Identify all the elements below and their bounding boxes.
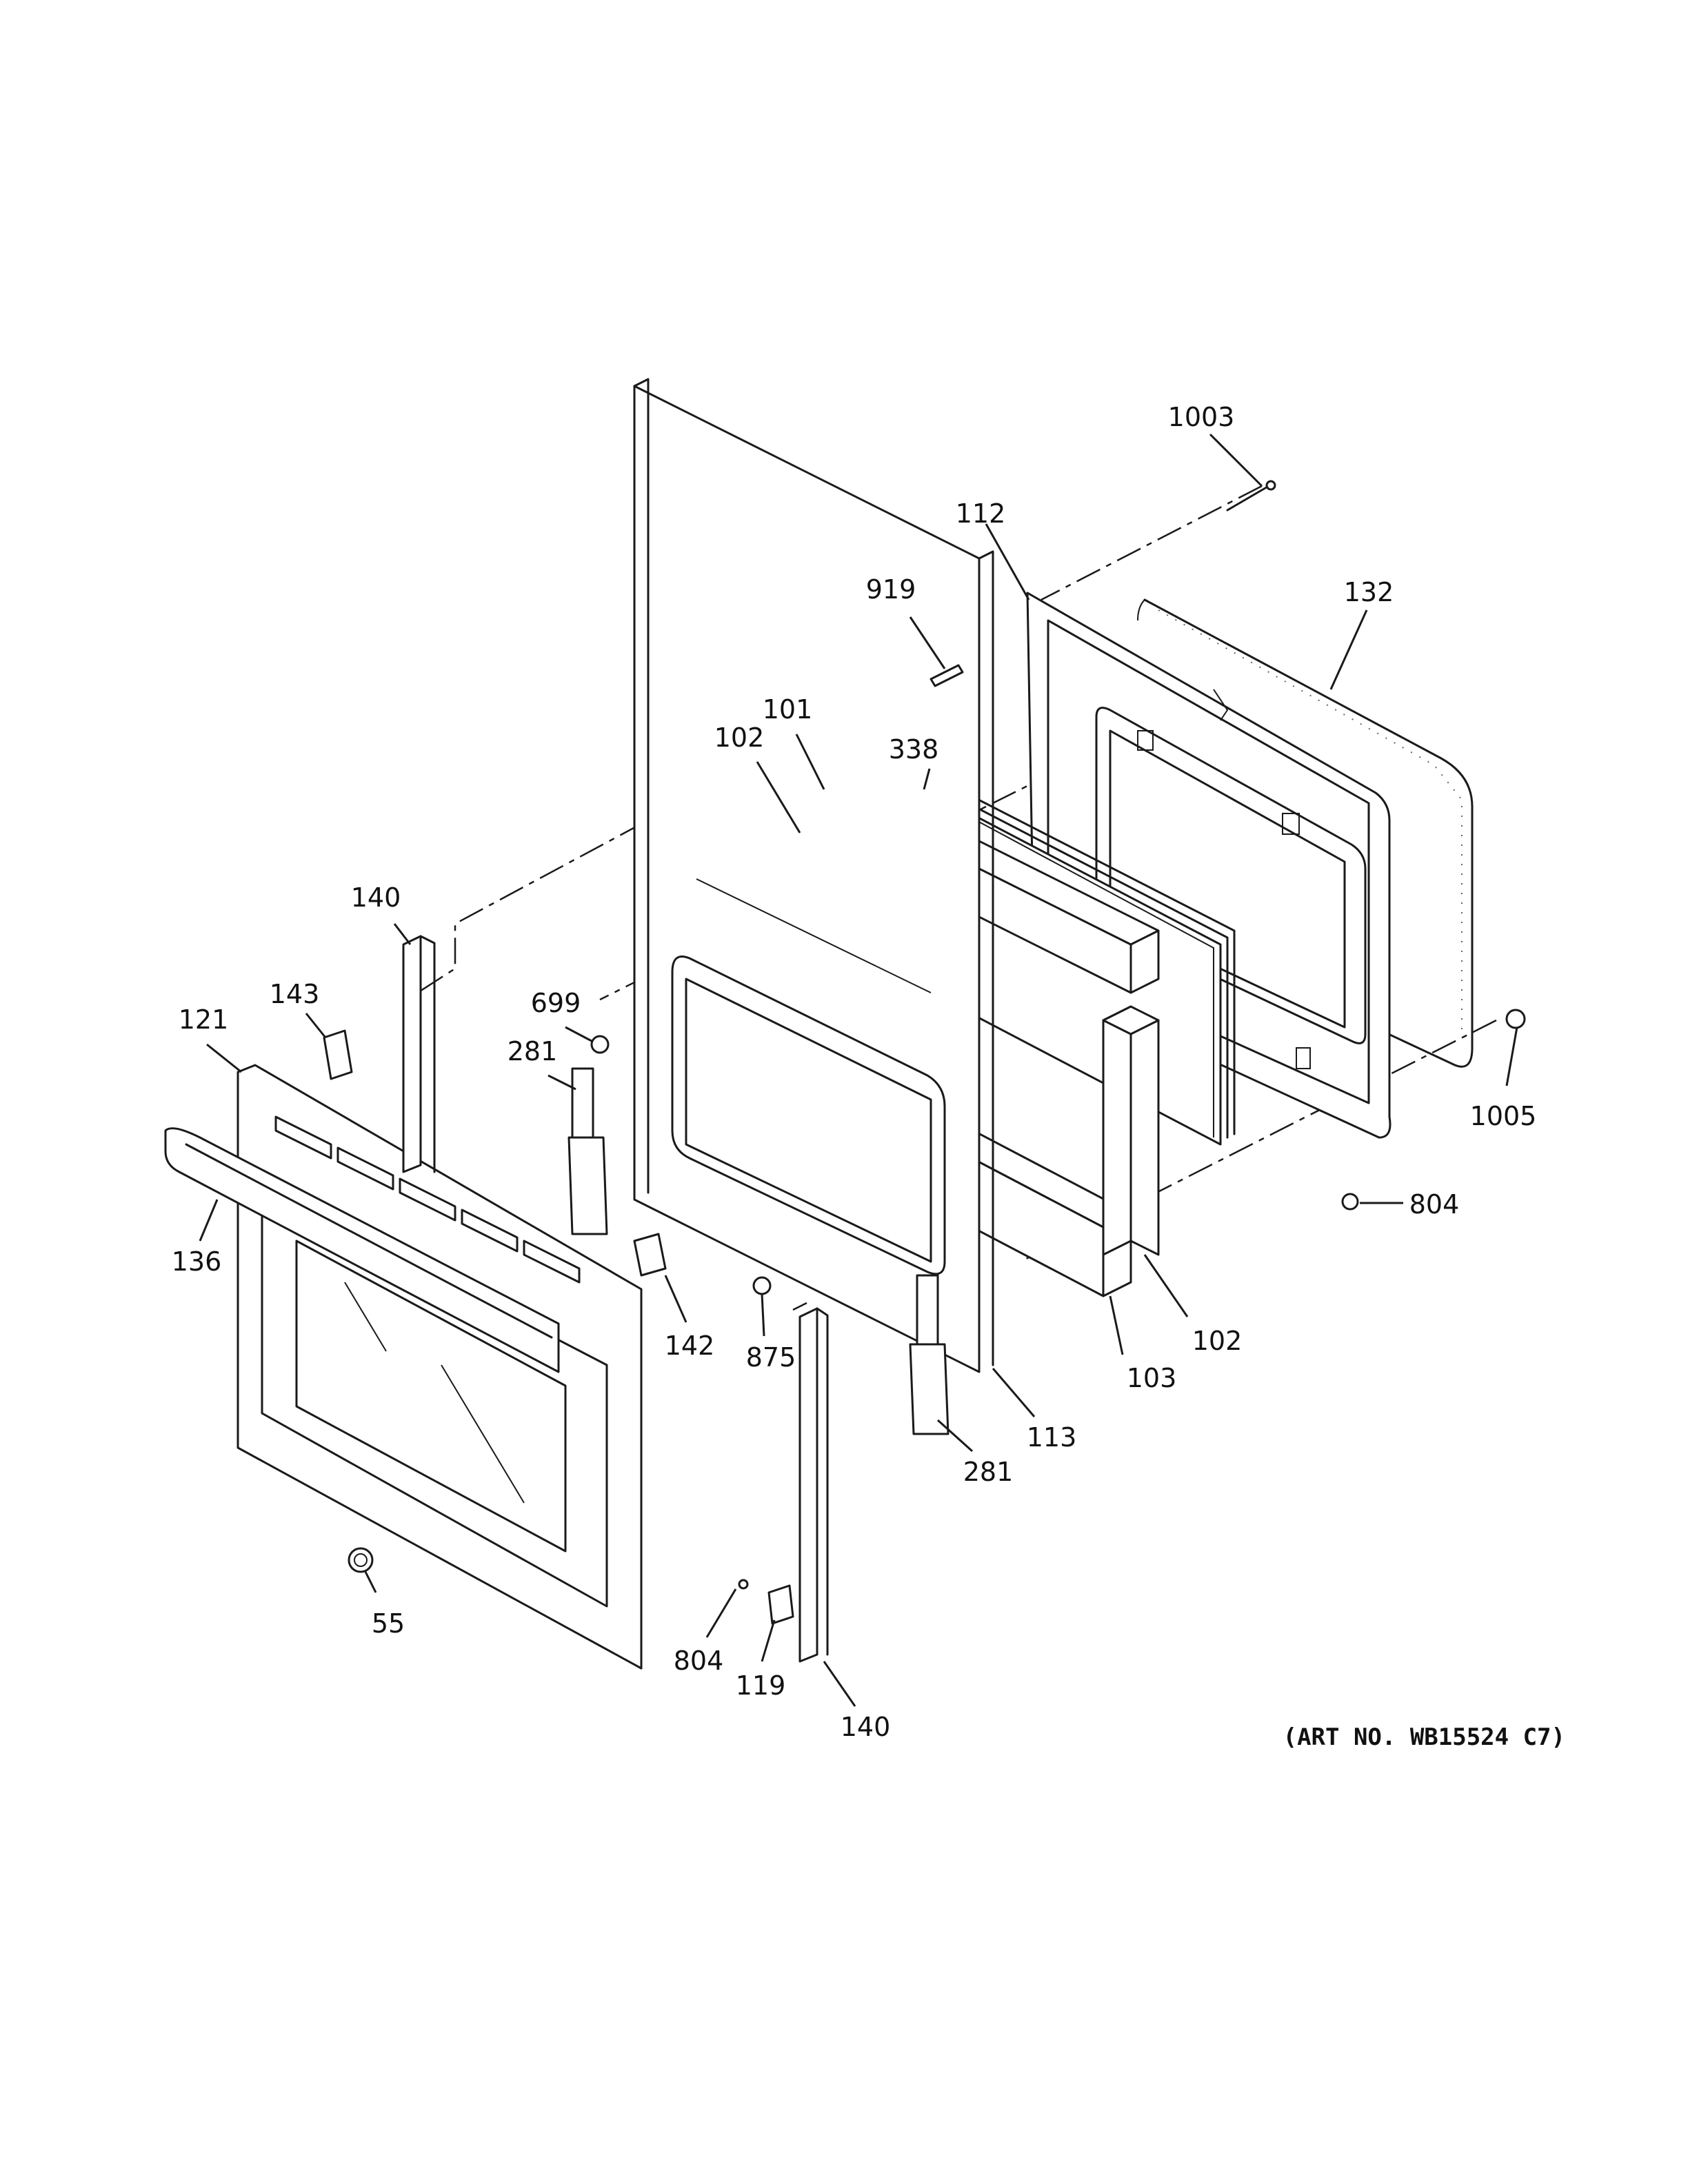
callout-142: 142	[665, 1331, 715, 1361]
callout-281-upper: 281	[508, 1036, 558, 1066]
pin-919	[930, 664, 964, 687]
door-handle-136	[164, 1127, 560, 1373]
callout-labels: 1003 112 132 919 101 102 338 140 143 121…	[172, 402, 1537, 1742]
callout-102-upper: 102	[714, 722, 765, 753]
callout-875: 875	[746, 1342, 796, 1373]
callout-143: 143	[270, 979, 320, 1009]
door-gasket-132	[1136, 598, 1474, 1068]
callout-102-lower: 102	[1192, 1326, 1243, 1356]
callout-132: 132	[1344, 577, 1394, 607]
callout-112: 112	[956, 498, 1006, 529]
callout-1003: 1003	[1168, 402, 1235, 432]
callout-281-lower: 281	[963, 1457, 1014, 1487]
vent-slots	[274, 1115, 581, 1284]
callout-55: 55	[372, 1608, 405, 1639]
callout-140-upper: 140	[351, 882, 401, 913]
callout-103: 103	[1127, 1363, 1177, 1393]
door-inner-panel-113	[633, 378, 994, 1373]
screw-804-lower	[738, 1579, 749, 1590]
callout-136: 136	[172, 1246, 222, 1277]
hinge-281-upper	[567, 1067, 608, 1235]
callout-919: 919	[866, 574, 916, 605]
hinge-channel-140-lower	[798, 1307, 829, 1663]
bolt-1003	[1226, 480, 1276, 512]
screw-875	[752, 1276, 772, 1295]
screw-804-right	[1341, 1193, 1359, 1211]
insulation-102-lower	[1102, 1005, 1160, 1256]
leader-lines	[199, 433, 1518, 1707]
hinge-281-lower	[909, 1274, 950, 1435]
callout-338: 338	[889, 734, 939, 765]
callout-699: 699	[531, 988, 581, 1018]
callout-804-right: 804	[1409, 1189, 1460, 1220]
screw-699	[590, 1035, 610, 1054]
hinge-receptacle-142	[633, 1233, 667, 1277]
callout-1005: 1005	[1470, 1101, 1537, 1131]
art-number-label: (ART NO. WB15524 C7)	[1283, 1723, 1565, 1751]
callout-113: 113	[1027, 1422, 1077, 1453]
callout-119: 119	[736, 1670, 786, 1701]
hinge-channel-140-upper	[402, 935, 436, 1173]
callout-140-lower: 140	[841, 1712, 891, 1742]
callout-804-lower: 804	[674, 1646, 724, 1676]
clip-119	[767, 1584, 794, 1625]
badge-55	[348, 1547, 374, 1573]
callout-121: 121	[179, 1004, 229, 1035]
hinge-bracket-143	[323, 1029, 353, 1080]
screw-1005	[1505, 1009, 1526, 1029]
callout-101: 101	[763, 694, 813, 725]
